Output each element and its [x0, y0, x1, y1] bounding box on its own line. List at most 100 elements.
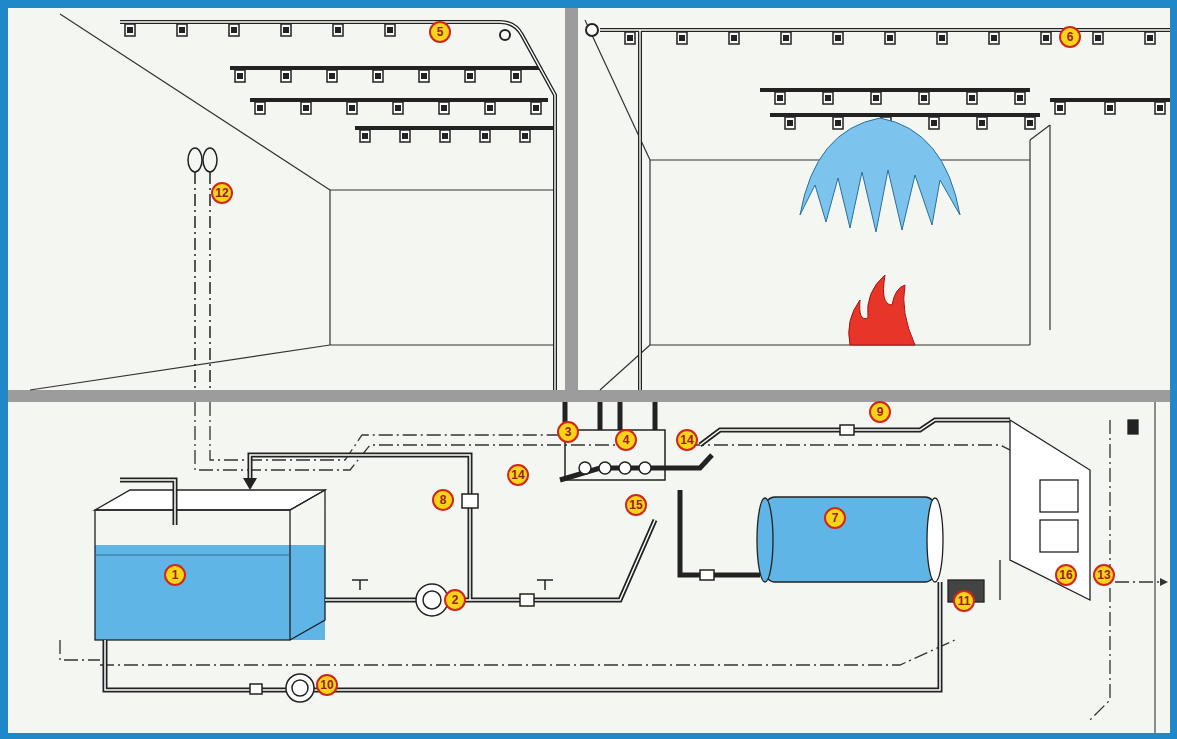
sprinkler-head — [235, 70, 245, 82]
sprinkler-bulb — [969, 95, 975, 101]
sprinkler-body — [333, 24, 343, 36]
sprinkler-bulb — [787, 120, 793, 126]
sprinkler-bulb — [783, 35, 789, 41]
sprinkler-body — [775, 92, 785, 104]
pipe-end — [500, 30, 510, 40]
sprinkler-head — [775, 92, 785, 104]
sprinkler-head — [440, 130, 450, 142]
sprinkler-head — [400, 130, 410, 142]
fire — [849, 275, 915, 345]
room-panel — [578, 8, 1170, 390]
sprinkler-body — [360, 130, 370, 142]
sprinkler-body — [347, 102, 357, 114]
sprinkler-bulb — [1017, 95, 1023, 101]
sprinkler-head — [511, 70, 521, 82]
sprinkler-bulb — [1057, 105, 1063, 111]
sprinkler-bulb — [375, 73, 381, 79]
sprinkler-body — [1093, 32, 1103, 44]
sprinkler-body — [400, 130, 410, 142]
valves — [250, 425, 854, 702]
supply-pipes — [105, 402, 1010, 690]
sprinkler-bulb — [487, 105, 493, 111]
sprinkler-body — [373, 70, 383, 82]
sprinkler-bulb — [421, 73, 427, 79]
sprinkler-body — [511, 70, 521, 82]
sprinkler-bulb — [1157, 105, 1163, 111]
sprinkler-bulb — [991, 35, 997, 41]
sprinkler-bulb — [127, 27, 133, 33]
arrow-head — [1160, 578, 1168, 586]
sprinkler-body — [125, 24, 135, 36]
sprinkler-bulb — [349, 105, 355, 111]
sprinkler-head — [1015, 92, 1025, 104]
water-tank — [95, 480, 325, 640]
sprinkler-bulb — [231, 27, 237, 33]
sprinkler-head — [919, 92, 929, 104]
sprinkler-body — [833, 117, 843, 129]
callout-number: 3 — [557, 421, 579, 443]
sprinkler-bulb — [362, 133, 368, 139]
room-walls — [30, 14, 555, 390]
sprinkler-bulb — [835, 120, 841, 126]
room-walls — [585, 20, 1050, 390]
sprinkler-bulb — [522, 133, 528, 139]
sprinkler-body — [393, 102, 403, 114]
sprinkler-body — [785, 117, 795, 129]
sprinkler-head — [333, 24, 343, 36]
sprinkler-head — [360, 130, 370, 142]
sprinkler-head — [385, 24, 395, 36]
sprinkler-head — [967, 92, 977, 104]
sprinkler-bulb — [777, 95, 783, 101]
arrow-head — [243, 478, 257, 490]
sprinkler-body — [977, 117, 987, 129]
sprinkler-head — [885, 32, 895, 44]
pipe-highlight — [120, 22, 1170, 390]
sprinkler-bulb — [931, 120, 937, 126]
sprinkler-bulb — [179, 27, 185, 33]
control-equipment — [948, 402, 1155, 733]
sprinkler-bulb — [835, 35, 841, 41]
sprinkler-bulb — [1147, 35, 1153, 41]
sprinkler-head — [439, 102, 449, 114]
sprinkler-body — [440, 130, 450, 142]
sprinkler-head — [625, 32, 635, 44]
sprinkler-body — [485, 102, 495, 114]
callout-number: 13 — [1093, 564, 1115, 586]
sprinkler-head — [989, 32, 999, 44]
sprinkler-bulb — [979, 120, 985, 126]
pipe-highlight — [105, 420, 1010, 690]
sprinkler-head — [1025, 117, 1035, 129]
callout-number: 14 — [676, 429, 698, 451]
sprinkler-body — [419, 70, 429, 82]
sprinkler-bulb — [627, 35, 633, 41]
callout-number: 5 — [429, 21, 451, 43]
sprinkler-body — [439, 102, 449, 114]
sprinkler-body — [625, 32, 635, 44]
basement-panel — [8, 402, 1170, 733]
sprinkler-bulb — [513, 73, 519, 79]
sprinkler-pipes — [120, 22, 1170, 390]
sprinkler-bulb — [283, 73, 289, 79]
sprinkler-bulb — [303, 105, 309, 111]
sprinkler-body — [480, 130, 490, 142]
sprinkler-head — [281, 24, 291, 36]
sprinkler-body — [677, 32, 687, 44]
sprinkler-bulb — [257, 105, 263, 111]
callout-number: 12 — [211, 182, 233, 204]
sprinkler-head — [347, 102, 357, 114]
callout-number: 9 — [869, 401, 891, 423]
sprinkler-body — [1105, 102, 1115, 114]
sprinkler-head — [871, 92, 881, 104]
sprinkler-head — [929, 117, 939, 129]
sprinkler-bulb — [921, 95, 927, 101]
callout-number: 6 — [1059, 26, 1081, 48]
sprinkler-head — [393, 102, 403, 114]
sprinkler-body — [1145, 32, 1155, 44]
sprinkler-bulb — [1027, 120, 1033, 126]
sprinkler-head — [177, 24, 187, 36]
sprinkler-body — [833, 32, 843, 44]
sprinkler-body — [885, 32, 895, 44]
sprinkler-bulb — [387, 27, 393, 33]
sprinkler-heads — [125, 24, 1165, 142]
